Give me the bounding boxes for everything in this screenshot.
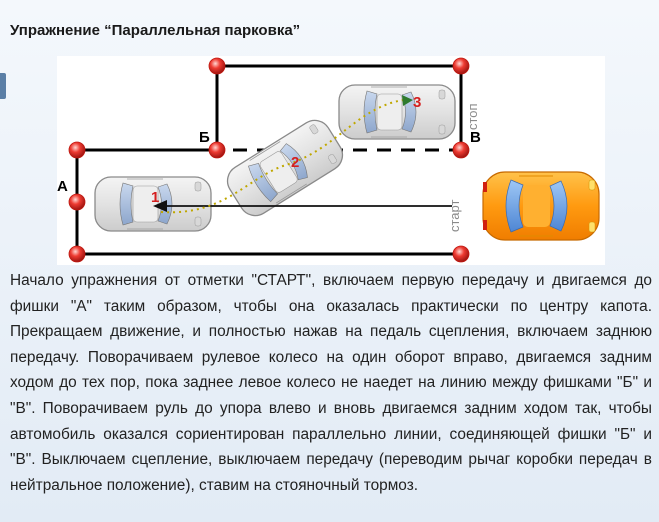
- trajectory-arrowhead: [402, 95, 413, 106]
- parking-diagram: 1 2 3 А Б В стоп старт: [57, 56, 605, 265]
- cone-icon: [208, 57, 226, 75]
- label-v: В: [470, 129, 481, 146]
- cone-icon: [452, 141, 470, 159]
- step-1: 1: [151, 189, 159, 206]
- sidebar-tab[interactable]: [0, 73, 6, 99]
- cone-icon: [68, 193, 86, 211]
- cone-icon: [452, 245, 470, 263]
- cone-icon: [68, 245, 86, 263]
- instructions-text: Начало упражнения от отметки "СТАРТ", вк…: [10, 272, 652, 494]
- cone-icon: [68, 141, 86, 159]
- label-b: Б: [199, 129, 210, 146]
- step-2: 2: [291, 154, 299, 171]
- trajectory-path: [160, 99, 404, 214]
- car-position-3: [338, 84, 456, 140]
- orange-car: [482, 171, 600, 241]
- cone-markers: [68, 57, 470, 263]
- label-a: А: [57, 178, 68, 195]
- step-3: 3: [413, 94, 421, 111]
- cone-icon: [208, 141, 226, 159]
- page-title: Упражнение “Параллельная парковка”: [10, 22, 301, 39]
- label-stop: стоп: [465, 103, 480, 130]
- cone-icon: [452, 57, 470, 75]
- label-start: старт: [447, 200, 462, 232]
